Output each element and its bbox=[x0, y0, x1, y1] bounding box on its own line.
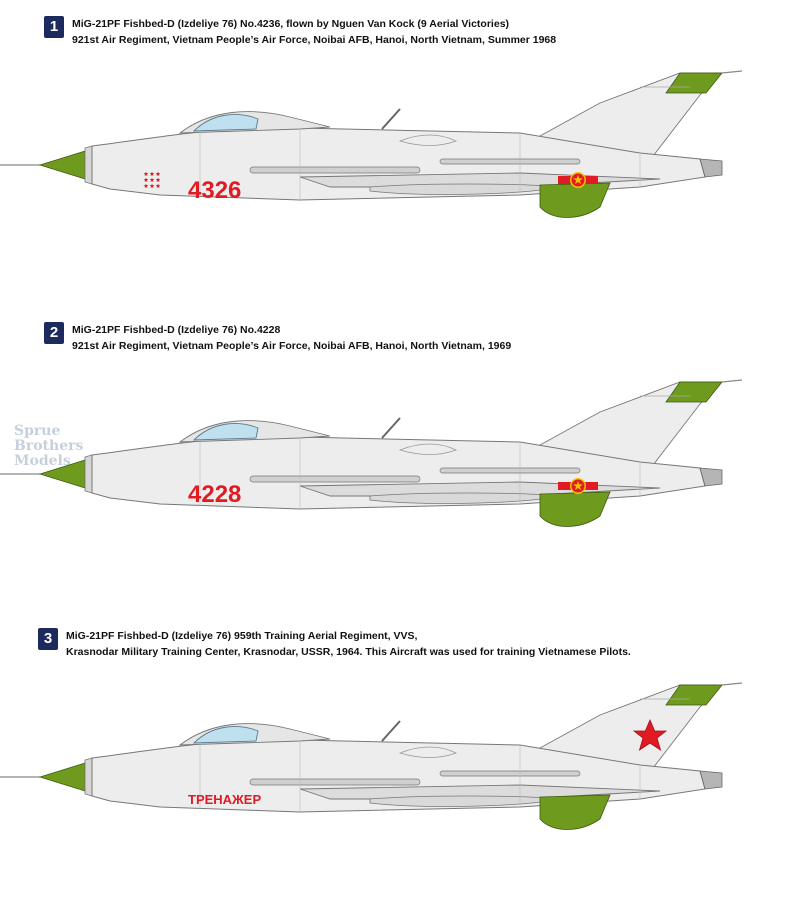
aircraft-profile-2: 4228 bbox=[0, 379, 743, 528]
kill-star-icon bbox=[149, 183, 155, 188]
kill-star-icon bbox=[143, 171, 149, 176]
aircraft-profile-3: ТРЕНАЖЕР bbox=[0, 682, 743, 831]
red-star-icon bbox=[632, 718, 668, 751]
caption-line-2: 921st Air Regiment, Vietnam People’s Air… bbox=[72, 340, 512, 352]
caption-3: 3 MiG-21PF Fishbed-D (Izdeliye 76) 959th… bbox=[38, 628, 631, 660]
kill-star-icon bbox=[155, 171, 161, 176]
kill-star-icon bbox=[149, 177, 155, 182]
kill-stars bbox=[143, 171, 161, 188]
caption-line-2: 921st Air Regiment, Vietnam People’s Air… bbox=[72, 34, 557, 46]
profile-number-badge: 1 bbox=[44, 16, 64, 38]
profile-number-badge: 2 bbox=[44, 322, 64, 344]
nose-marking: 4228 bbox=[188, 481, 241, 508]
caption-line-2: Krasnodar Military Training Center, Kras… bbox=[66, 646, 631, 658]
caption-line-1: MiG-21PF Fishbed-D (Izdeliye 76) 959th T… bbox=[66, 630, 418, 642]
vpaf-roundel-icon bbox=[558, 478, 598, 494]
caption-1: 1 MiG-21PF Fishbed-D (Izdeliye 76) No.42… bbox=[44, 16, 556, 48]
caption-2: 2 MiG-21PF Fishbed-D (Izdeliye 76) No.42… bbox=[44, 322, 511, 354]
nose-marking: 4326 bbox=[188, 177, 241, 204]
kill-star-icon bbox=[143, 183, 149, 188]
kill-star-icon bbox=[149, 171, 155, 176]
nose-marking: ТРЕНАЖЕР bbox=[188, 792, 261, 807]
kill-star-icon bbox=[143, 177, 149, 182]
kill-star-icon bbox=[155, 177, 161, 182]
aircraft-profile-1: 4326 bbox=[0, 70, 743, 219]
kill-star-icon bbox=[155, 183, 161, 188]
vpaf-roundel-icon bbox=[558, 172, 598, 188]
caption-line-1: MiG-21PF Fishbed-D (Izdeliye 76) No.4236… bbox=[72, 18, 510, 30]
profile-number-badge: 3 bbox=[38, 628, 58, 650]
caption-line-1: MiG-21PF Fishbed-D (Izdeliye 76) No.4228 bbox=[72, 324, 281, 336]
